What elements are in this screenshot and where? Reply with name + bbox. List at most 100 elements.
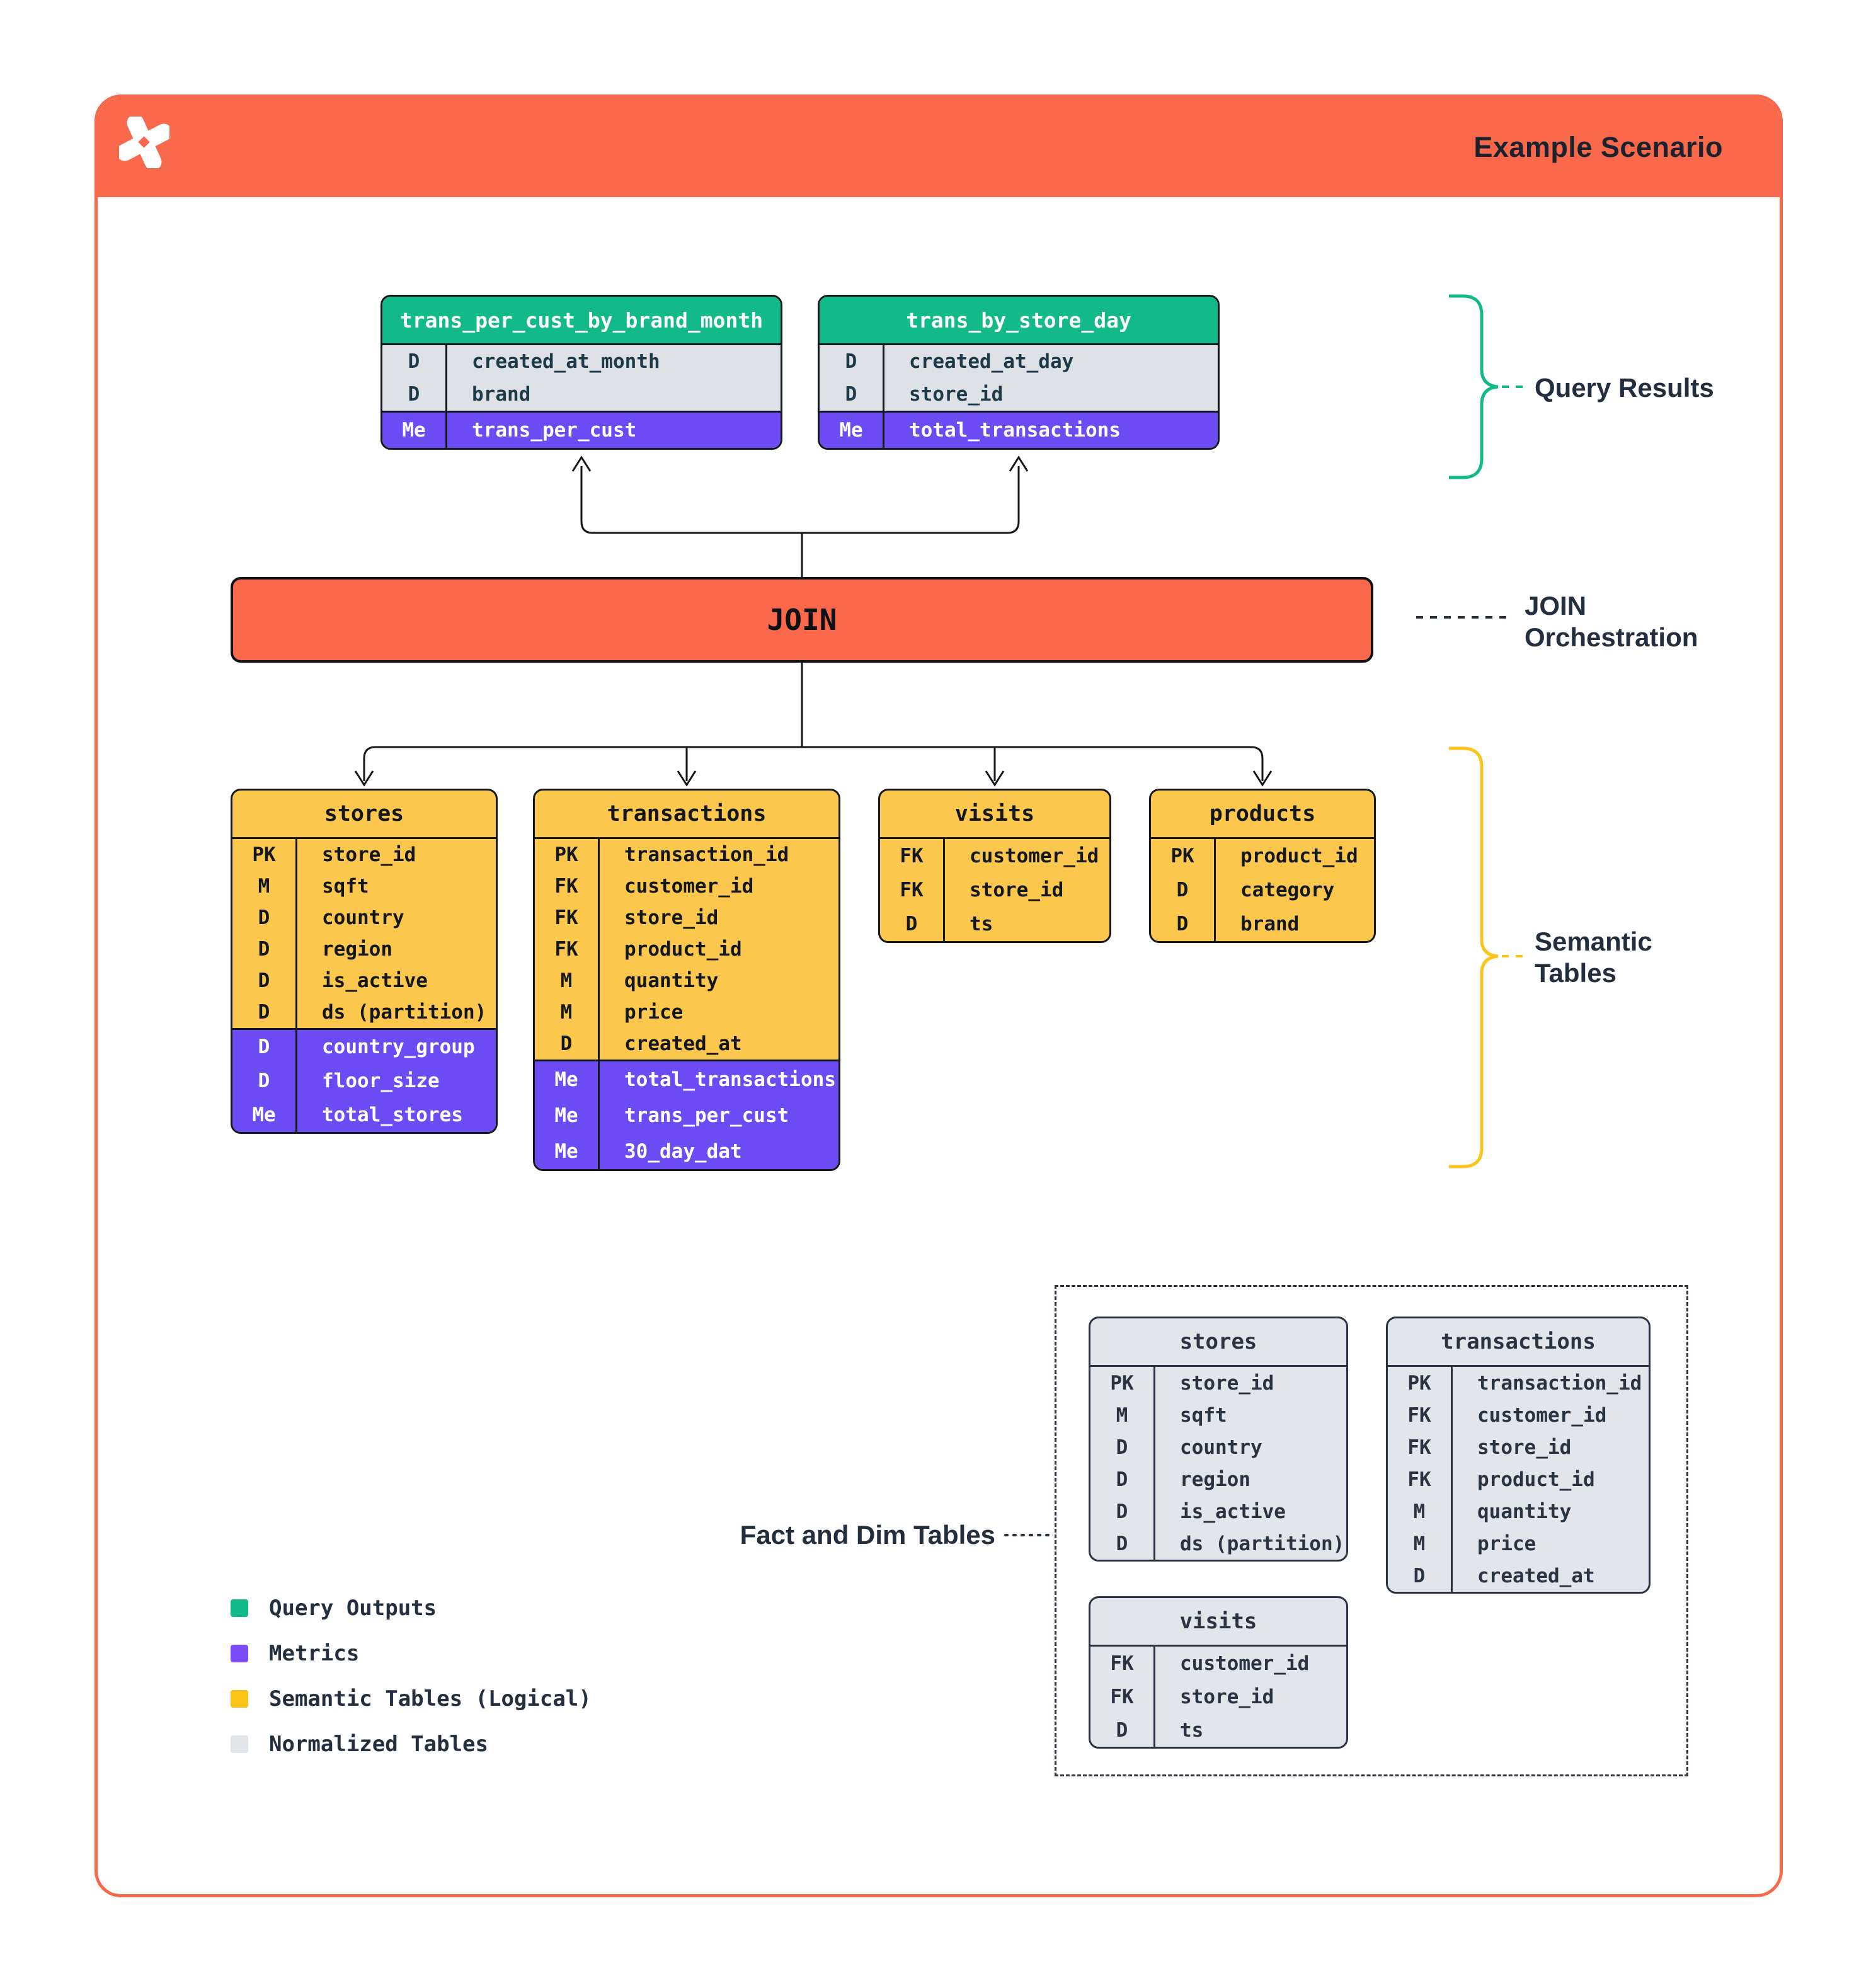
field-name: total_transactions	[624, 1068, 836, 1091]
field-type: D	[258, 1036, 270, 1058]
field-name: brand	[1240, 913, 1300, 935]
field-type: D	[408, 383, 420, 406]
type-column-divider	[883, 345, 884, 448]
field-name: ts	[970, 913, 993, 935]
field-name: country_group	[322, 1036, 475, 1058]
field-name: floor_size	[322, 1070, 440, 1092]
field-name: store_id	[322, 843, 416, 866]
field-type: FK	[1407, 1436, 1431, 1459]
field-type: FK	[900, 845, 924, 867]
legend-swatch-query-outputs	[231, 1599, 248, 1617]
field-type: M	[1116, 1403, 1128, 1427]
field-name: customer_id	[1477, 1403, 1607, 1427]
field-type: FK	[1110, 1685, 1134, 1708]
field-type: D	[1413, 1564, 1426, 1587]
fact-dim-box	[1055, 1285, 1688, 1776]
field-name: total_stores	[322, 1104, 463, 1126]
field-name: store_id	[909, 383, 1004, 406]
type-column-divider	[1153, 1367, 1155, 1560]
legend-item: Normalized Tables	[231, 1732, 592, 1757]
field-type: FK	[900, 879, 924, 901]
field-type: Me	[839, 419, 863, 442]
field-name: quantity	[624, 969, 719, 992]
field-type: D	[1116, 1532, 1128, 1555]
field-name: ds (partition)	[1180, 1532, 1345, 1555]
field-type: PK	[1407, 1371, 1431, 1395]
field-name: transaction_id	[624, 843, 789, 866]
field-name: customer_id	[1180, 1652, 1310, 1675]
type-column-divider	[445, 345, 447, 448]
table-row: Me trans_per_cust	[535, 1097, 838, 1133]
type-column-divider	[1214, 839, 1216, 941]
pinwheel-x-logo	[119, 117, 169, 168]
table-title: visits	[1090, 1598, 1346, 1647]
field-name: store_id	[1180, 1371, 1274, 1395]
table-title: trans_per_cust_by_brand_month	[382, 297, 781, 345]
field-type: D	[1176, 879, 1189, 901]
field-type: Me	[554, 1104, 578, 1127]
field-type: D	[1116, 1500, 1128, 1523]
field-name: 30_day_dat	[624, 1140, 742, 1163]
legend-item: Query Outputs	[231, 1596, 592, 1621]
field-type: D	[905, 913, 918, 935]
legend-item: Metrics	[231, 1641, 592, 1666]
field-name: country	[322, 906, 404, 929]
field-type: M	[258, 875, 270, 898]
field-type: M	[560, 1001, 573, 1024]
field-name: price	[1477, 1532, 1536, 1555]
type-column-divider	[1451, 1367, 1453, 1592]
card-header: Example Scenario	[98, 98, 1780, 197]
type-column-divider	[1153, 1647, 1155, 1747]
table-row: PK transaction_id	[535, 839, 838, 871]
field-name: is_active	[322, 969, 428, 992]
field-type: FK	[554, 906, 578, 929]
semantic-tables-label: Semantic Tables	[1535, 927, 1652, 988]
field-name: customer_id	[624, 875, 754, 898]
type-column-divider	[295, 839, 297, 1132]
field-name: trans_per_cust	[472, 419, 637, 442]
table-title: stores	[232, 791, 496, 839]
field-name: created_at	[1477, 1564, 1595, 1587]
field-name: product_id	[1477, 1468, 1595, 1491]
field-name: trans_per_cust	[624, 1104, 789, 1127]
field-name: store_id	[1477, 1436, 1572, 1459]
table-title: visits	[880, 791, 1109, 839]
field-type: FK	[554, 875, 578, 898]
field-name: country	[1180, 1436, 1262, 1459]
field-name: product_id	[624, 938, 742, 961]
table-title: trans_by_store_day	[820, 297, 1218, 345]
field-type: PK	[554, 843, 578, 866]
page-title: Example Scenario	[1473, 131, 1723, 163]
field-name: region	[1180, 1468, 1250, 1491]
field-name: created_at	[624, 1032, 742, 1055]
